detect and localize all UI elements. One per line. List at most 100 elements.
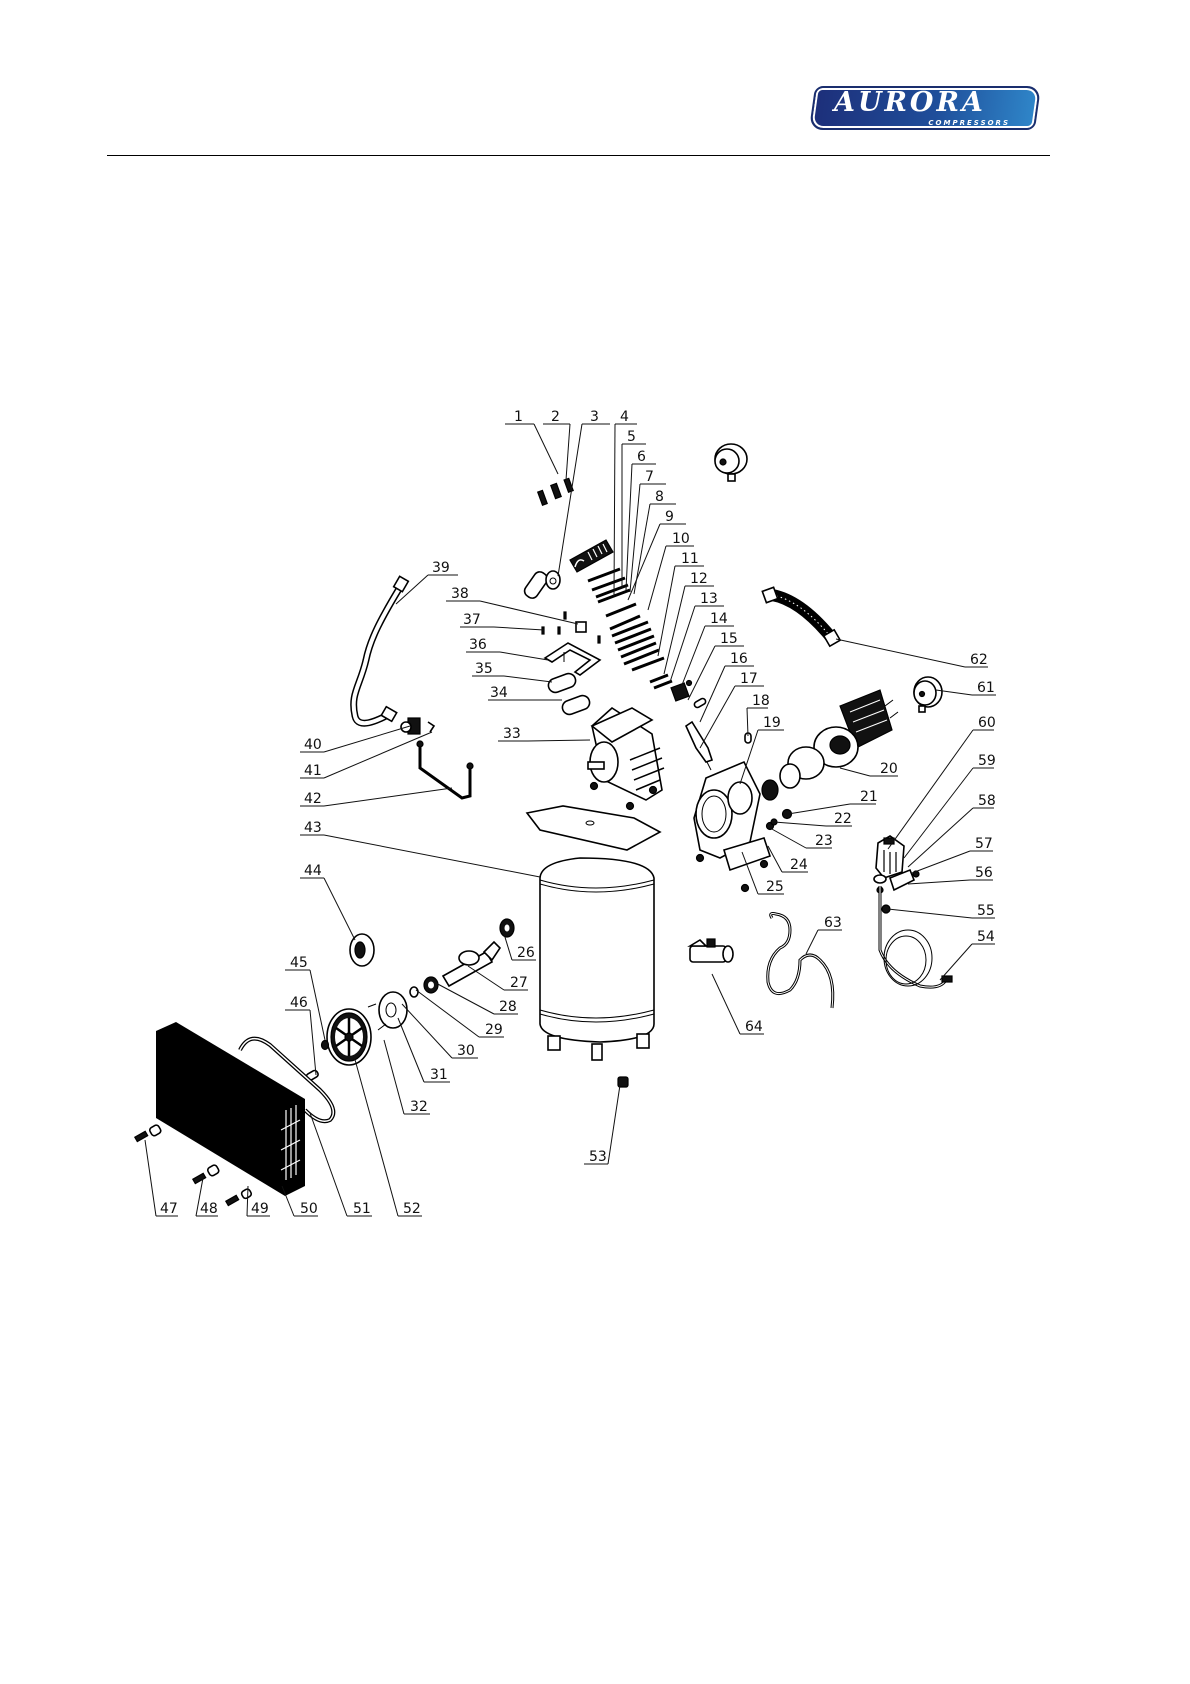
callout-30: 30: [401, 1003, 478, 1059]
leader-line: [767, 845, 783, 873]
part-number-label: 63: [824, 915, 842, 931]
leader-line: [787, 803, 851, 815]
leader-line: [839, 767, 871, 777]
callout-12: 12: [663, 571, 714, 675]
callout-58: 58: [907, 793, 996, 868]
flywheel-icon: [326, 1008, 372, 1066]
callout-52: 52: [353, 1055, 422, 1217]
part-number-label: 36: [469, 637, 487, 653]
callout-47: 47: [144, 1139, 178, 1217]
part-number-label: 19: [763, 715, 781, 731]
part-number-label: 28: [499, 999, 517, 1015]
part-number-label: 17: [740, 671, 758, 687]
callout-57: 57: [911, 836, 993, 874]
callout-63: 63: [805, 915, 842, 955]
part-number-label: 5: [627, 429, 636, 445]
leader-line: [323, 725, 411, 753]
part-number-label: 54: [977, 929, 995, 945]
part-number-label: 21: [860, 789, 878, 805]
part-number-label: 46: [290, 995, 308, 1011]
leader-line: [353, 1055, 399, 1217]
motor-pulley-icon: [349, 933, 375, 967]
elbow-fitting-icon: [523, 570, 561, 599]
part-number-label: 9: [665, 509, 674, 525]
part-number-label: 47: [160, 1201, 178, 1217]
leader-line: [911, 850, 971, 874]
leader-line: [907, 879, 971, 885]
callout-6: 6: [625, 449, 656, 591]
pressure-gauge-icon: [913, 676, 943, 713]
part-number-label: 20: [880, 761, 898, 777]
leader-line: [323, 731, 433, 779]
leader-line: [395, 574, 429, 605]
switch-screws-icon: [541, 611, 601, 644]
mounting-bracket-icon: [543, 642, 602, 676]
leader-line: [746, 707, 749, 737]
leader-line: [323, 787, 453, 807]
bearing-icon: [499, 918, 515, 938]
part-number-label: 23: [815, 833, 833, 849]
logo-brand: AURORA: [834, 87, 986, 118]
part-number-label: 51: [353, 1201, 371, 1217]
leader-line: [493, 626, 545, 631]
leader-line: [939, 943, 973, 981]
nut-icon: [781, 808, 793, 820]
callout-11: 11: [657, 551, 704, 657]
leader-line: [699, 665, 726, 723]
part-number-label: 16: [730, 651, 748, 667]
leader-line: [415, 989, 480, 1038]
electric-motor-icon: [587, 706, 665, 811]
belt-guard-icon: [156, 1022, 305, 1196]
part-number-label: 34: [490, 685, 508, 701]
leader-line: [401, 1003, 453, 1059]
leader-line: [503, 933, 513, 961]
leader-line: [699, 685, 736, 749]
leader-line: [663, 585, 686, 675]
crankshaft-icon: [441, 940, 502, 988]
leader-line: [309, 1112, 348, 1217]
leader-line: [773, 821, 827, 827]
leader-line: [739, 729, 759, 785]
gaskets-valve-plates-icon: [587, 567, 673, 690]
part-number-label: 12: [690, 571, 708, 587]
part-number-label: 1: [514, 409, 523, 425]
leader-line: [527, 739, 591, 742]
bearing-cover-icon: [367, 991, 408, 1031]
leader-line: [629, 483, 641, 593]
leader-line: [144, 1139, 157, 1217]
bent-tube-icon: [416, 740, 474, 800]
connecting-rod-icon: [684, 720, 714, 771]
leader-line: [433, 981, 495, 1015]
pressure-gauge-top-icon: [714, 443, 748, 482]
part-number-label: 30: [457, 1043, 475, 1059]
part-number-label: 2: [551, 409, 560, 425]
leader-line: [565, 423, 571, 481]
callout-27: 27: [467, 965, 528, 991]
leader-line: [907, 807, 974, 868]
part-number-label: 44: [304, 863, 322, 879]
part-number-label: 41: [304, 763, 322, 779]
callout-46: 46: [285, 995, 317, 1076]
callout-44: 44: [300, 863, 356, 941]
callout-16: 16: [699, 651, 754, 723]
part-number-label: 7: [645, 469, 654, 485]
leader-line: [467, 965, 505, 991]
part-number-label: 6: [637, 449, 646, 465]
leader-line: [887, 729, 974, 850]
part-number-label: 33: [503, 726, 521, 742]
leader-line: [309, 969, 326, 1041]
part-number-label: 38: [451, 586, 469, 602]
leader-line: [627, 523, 661, 601]
callout-33: 33: [498, 726, 591, 742]
leader-line: [479, 600, 579, 625]
part-number-label: 64: [745, 1019, 763, 1035]
power-cord-icon: [878, 886, 953, 989]
callout-21: 21: [787, 789, 878, 815]
leader-line: [769, 827, 807, 849]
part-number-label: 10: [672, 531, 690, 547]
ball-valve-icon: [687, 938, 734, 963]
part-number-label: 8: [655, 489, 664, 505]
callout-4: 4: [613, 409, 637, 597]
